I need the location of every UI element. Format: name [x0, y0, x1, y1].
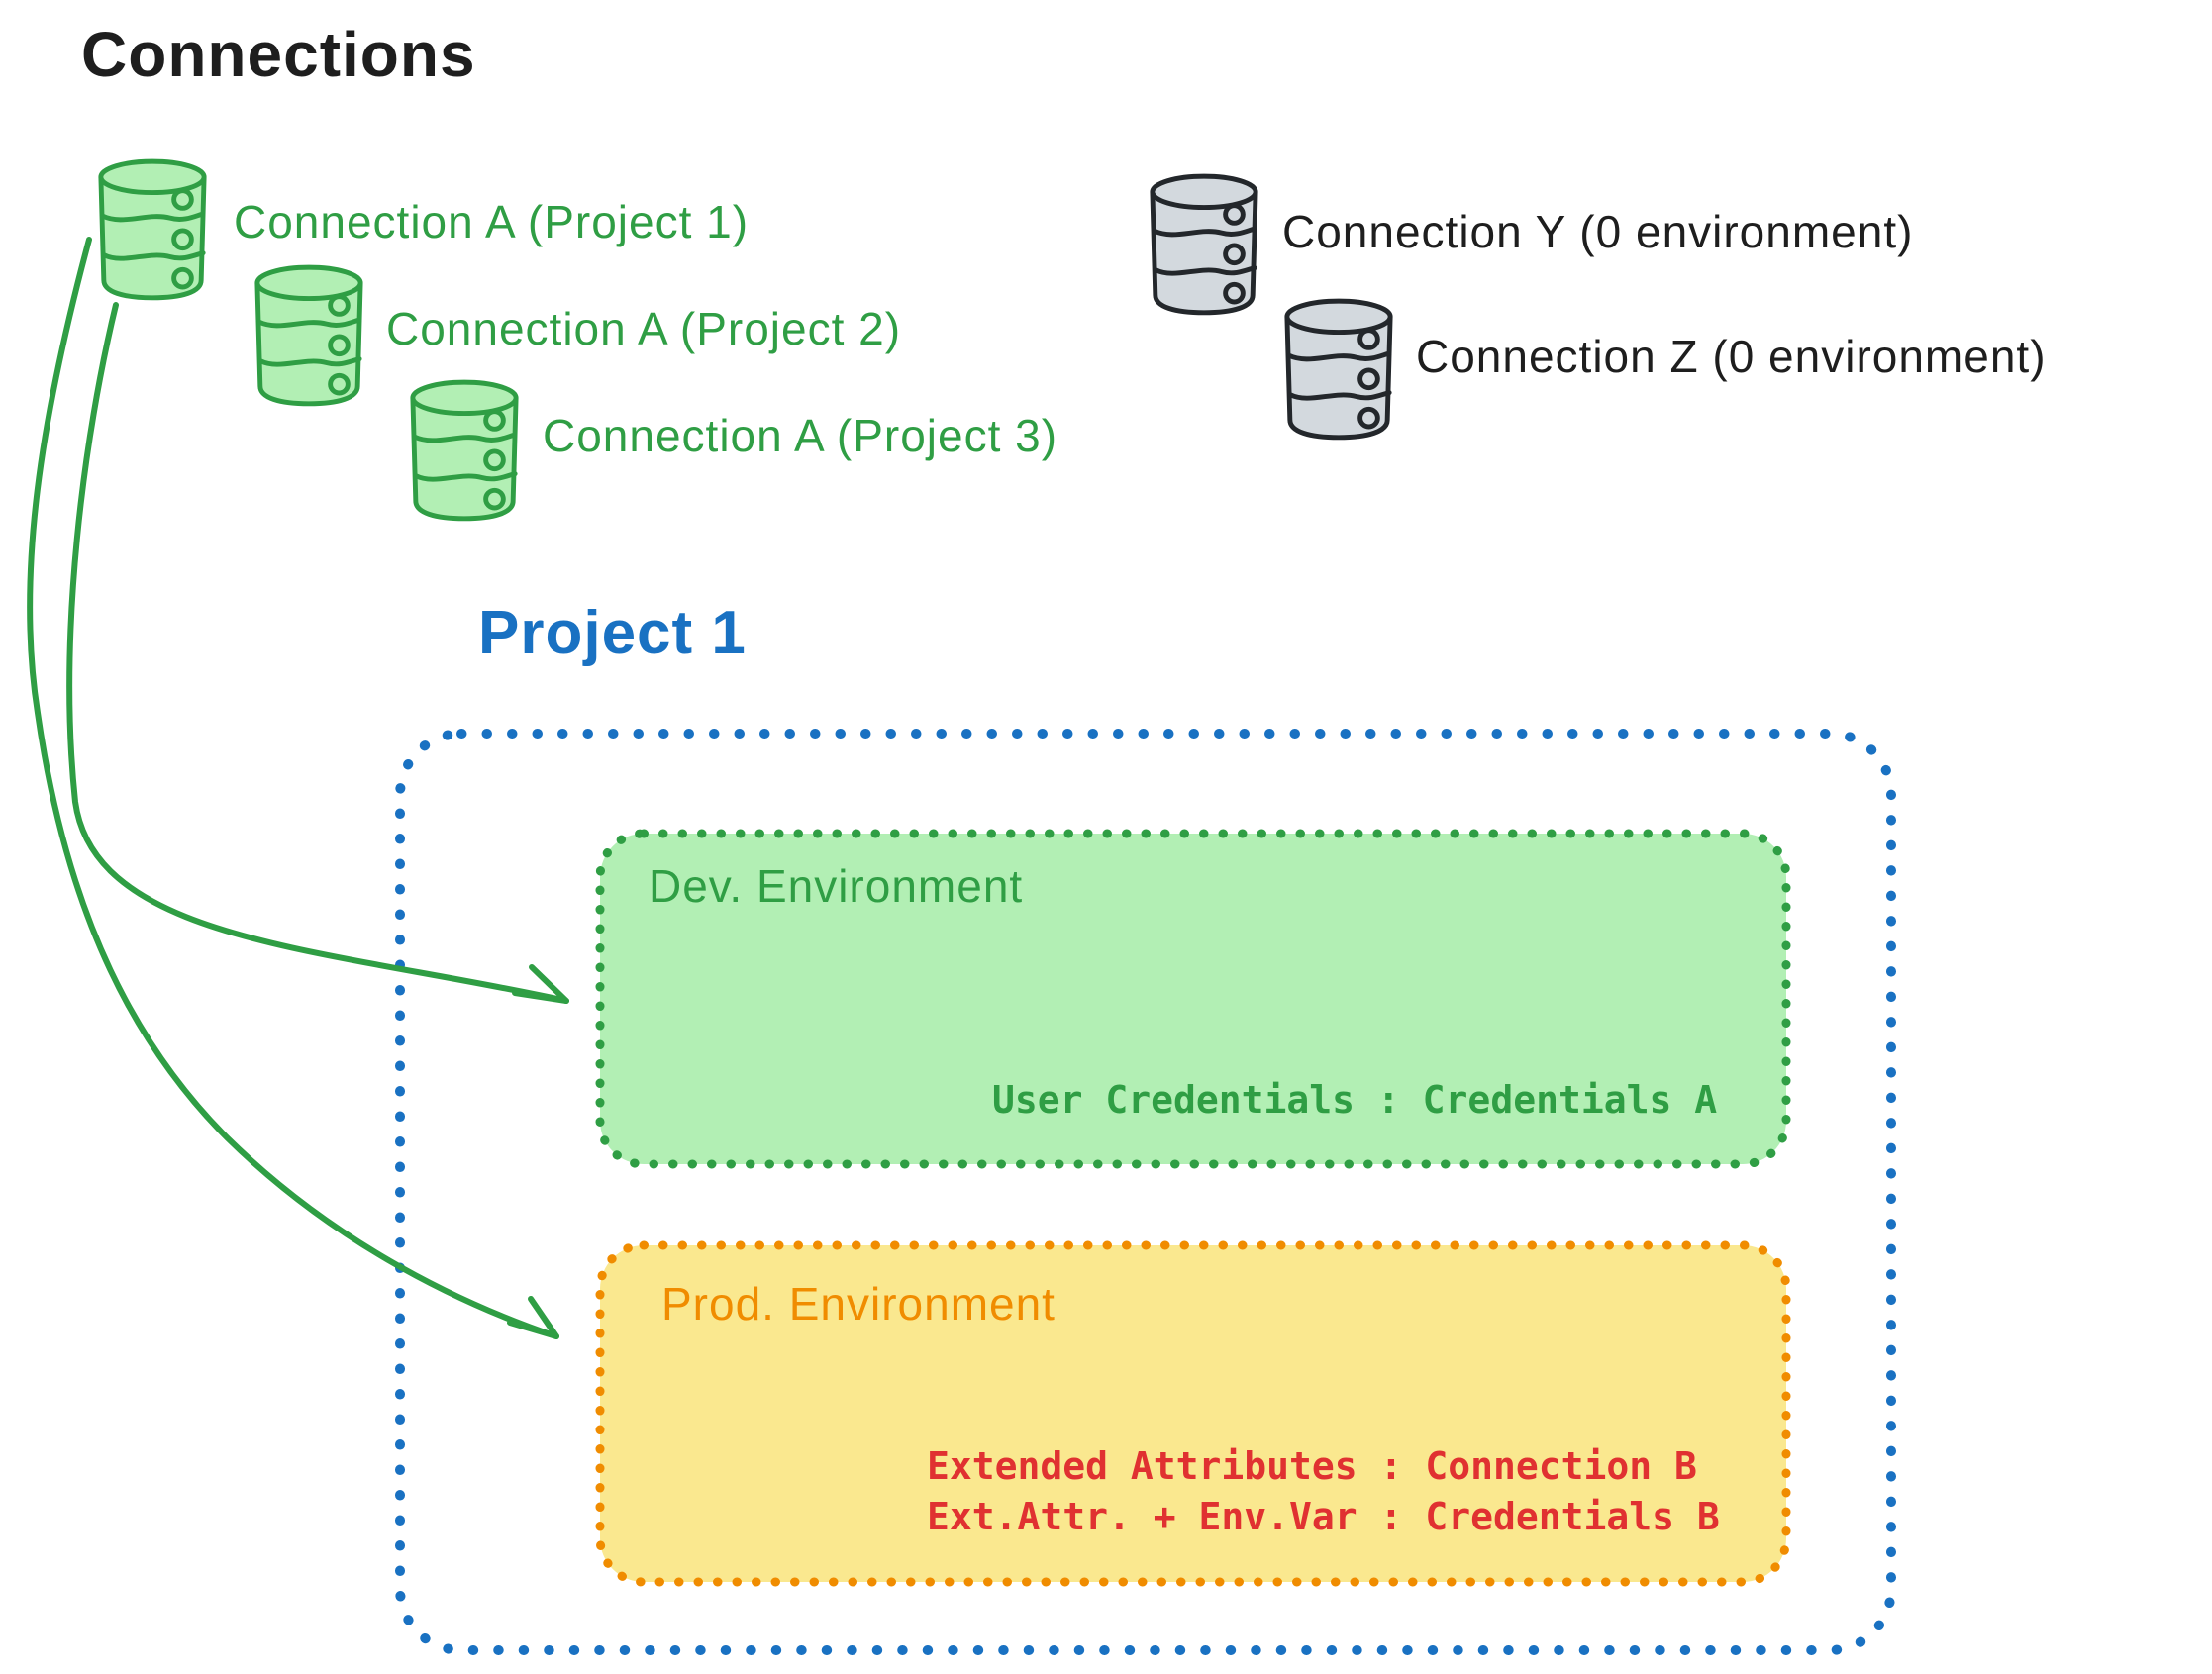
diagram-title: Connections [81, 19, 476, 90]
prod-environment-box [595, 1240, 1791, 1587]
database-icon-connection-y [1146, 168, 1262, 317]
database-icon-connection-a-project-2 [251, 259, 367, 408]
prod-environment-mappings: Extended Attributes : Connection B Ext.A… [927, 1441, 1720, 1542]
arrowhead-prod [507, 1296, 559, 1339]
prod-mapping-extended-attributes: Extended Attributes : Connection B [927, 1444, 1697, 1488]
project-1-title: Project 1 [478, 599, 747, 667]
database-icon-connection-a-project-1 [94, 153, 211, 302]
dev-environment-title: Dev. Environment [649, 860, 1024, 912]
dev-environment-credentials-mapping: User Credentials : Credentials A [992, 1078, 1718, 1122]
connection-a-project-1-label: Connection A (Project 1) [234, 196, 750, 247]
database-icon-connection-z [1280, 293, 1397, 442]
dev-environment-box [595, 829, 1791, 1169]
connection-z-label: Connection Z (0 environment) [1416, 331, 2047, 382]
arrow-connection-a-to-prod [27, 237, 559, 1339]
connection-a-project-2-label: Connection A (Project 2) [386, 303, 902, 354]
database-icon-connection-a-project-3 [406, 374, 523, 523]
connection-a-project-3-label: Connection A (Project 3) [543, 410, 1058, 461]
arrow-connection-a-to-dev [66, 302, 569, 1004]
prod-environment-title: Prod. Environment [661, 1278, 1056, 1329]
arrowhead-dev [512, 964, 569, 1004]
project-1-box [395, 729, 1896, 1655]
prod-mapping-ext-attr-env-var: Ext.Attr. + Env.Var : Credentials B [927, 1495, 1720, 1538]
connection-y-label: Connection Y (0 environment) [1282, 206, 1914, 257]
